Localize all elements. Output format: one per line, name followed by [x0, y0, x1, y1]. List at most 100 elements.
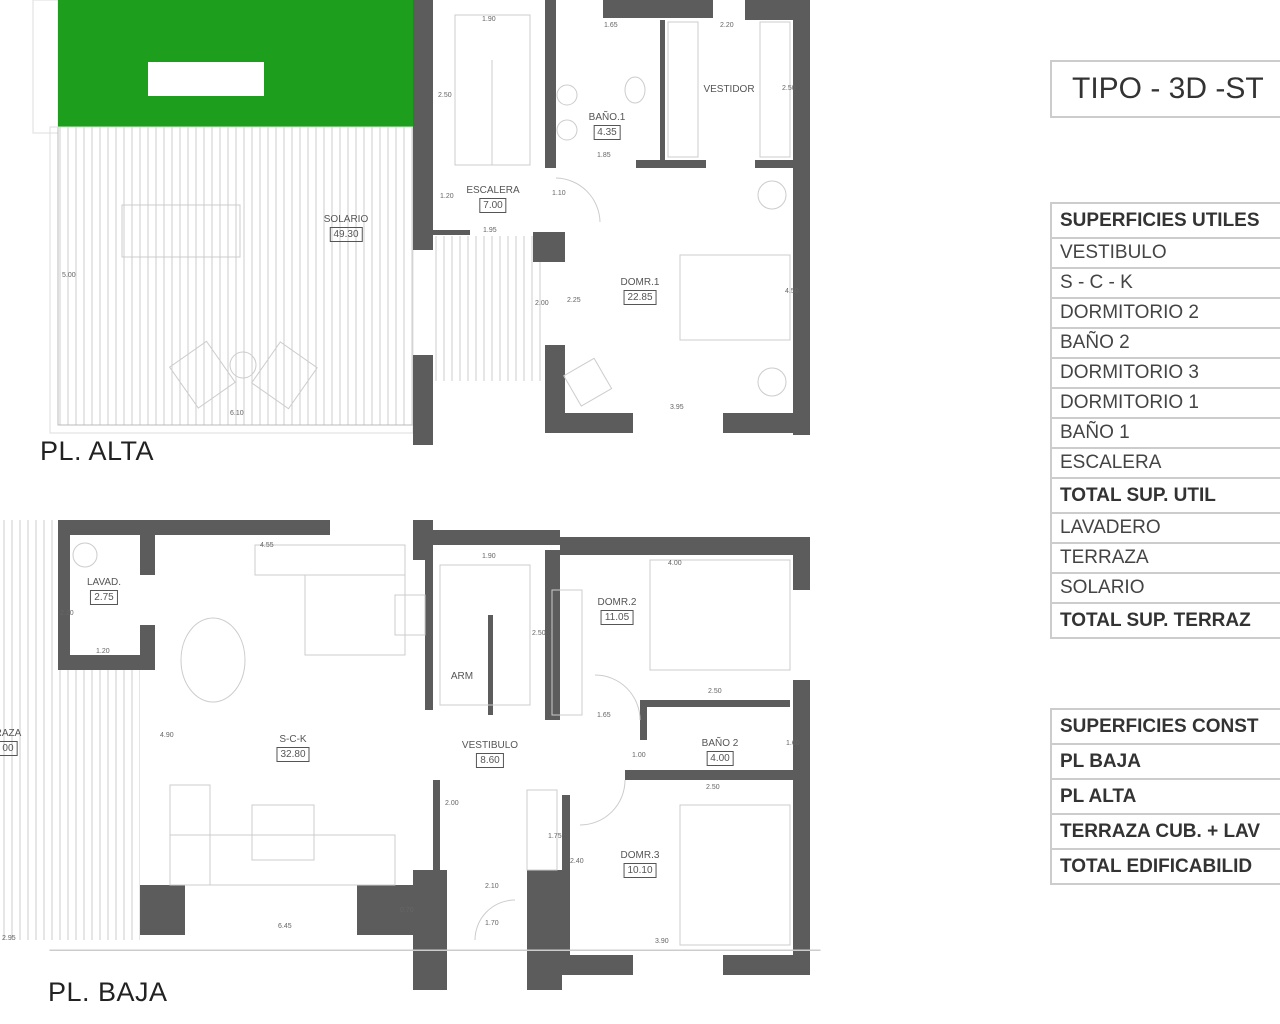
upper-plan [32, 0, 810, 445]
table-row: BAÑO 1 [1050, 417, 1280, 449]
room-name: BAÑO.1 [588, 112, 626, 123]
dimension: 2.50 [438, 92, 452, 99]
dimension: 2.50 [782, 85, 796, 92]
room-area: 11.05 [600, 610, 634, 625]
room-area: 32.80 [276, 747, 310, 762]
walls-upper [413, 0, 810, 445]
room-area: 8.60 [476, 753, 504, 768]
table-row: DORMITORIO 3 [1050, 357, 1280, 389]
floor-title-upper: PL. ALTA [40, 436, 155, 466]
table-row: TERRAZA [1050, 542, 1280, 574]
room-label-domr2: DOMR.2 11.05 [597, 597, 637, 625]
dimension: 2.00 [445, 800, 459, 807]
table-header: SUPERFICIES UTILES [1050, 202, 1280, 239]
dimension: 2.20 [720, 22, 734, 29]
dimension: 1.90 [482, 16, 496, 23]
table-total: TOTAL SUP. TERRAZ [1050, 602, 1280, 639]
room-name: SOLARIO [323, 214, 369, 225]
table-total: TOTAL EDIFICABILID [1050, 848, 1280, 885]
table-row: ESCALERA [1050, 447, 1280, 479]
dimension: 6.45 [278, 923, 292, 930]
dimension: 2.20 [60, 610, 74, 617]
dimension: 2.50 [708, 688, 722, 695]
room-area: 4.35 [593, 125, 621, 140]
table-header: SUPERFICIES CONST [1050, 708, 1280, 745]
room-area: 22.85 [623, 290, 657, 305]
garden-opening [148, 62, 264, 96]
dimension: 1.70 [485, 920, 499, 927]
table-row: LAVADERO [1050, 512, 1280, 544]
dimension: 1.20 [440, 193, 454, 200]
dimension: 1.60 [786, 740, 800, 747]
room-area: 10.10 [623, 863, 657, 878]
dimension: 5.00 [62, 272, 76, 279]
planter-frame [32, 0, 59, 134]
dimension: 4.50 [785, 288, 799, 295]
room-area: 7.00 [479, 198, 507, 213]
dimension: 1.10 [552, 190, 566, 197]
dimension: 3.95 [670, 404, 684, 411]
room-name: ESCALERA [466, 185, 520, 196]
lower-plan [0, 520, 821, 990]
room-label-vestidor: VESTIDOR [703, 84, 754, 95]
table-superficies-utiles: SUPERFICIES UTILES VESTIBULO S - C - K D… [1050, 202, 1280, 639]
type-title: TIPO - 3D -ST [1050, 60, 1280, 118]
table-row: PL BAJA [1050, 743, 1280, 780]
room-area: 4.00 [706, 751, 734, 766]
room-name: ARM [450, 671, 474, 682]
table-row: BAÑO 2 [1050, 327, 1280, 359]
room-area: 2.75 [90, 590, 118, 605]
dimension: 1.75 [548, 833, 562, 840]
room-label-domr3: DOMR.3 10.10 [620, 850, 660, 878]
table-superficies-construidas: SUPERFICIES CONST PL BAJA PL ALTA TERRAZ… [1050, 708, 1280, 885]
dimension: 4.55 [260, 542, 274, 549]
room-area: 00 [0, 741, 18, 756]
room-label-lavad: LAVAD. 2.75 [87, 577, 121, 605]
dimension: 0.70 [400, 907, 414, 914]
dimension: 1.00 [632, 752, 646, 759]
room-name: RAZA [0, 728, 22, 739]
table-row: SOLARIO [1050, 572, 1280, 604]
room-label-vestibulo: VESTIBULO 8.60 [462, 740, 518, 768]
room-label-solario: SOLARIO 49.30 [324, 214, 368, 242]
room-name: LAVAD. [86, 577, 122, 588]
room-label-sck: S-C-K 32.80 [276, 734, 310, 762]
table-row: VESTIBULO [1050, 237, 1280, 269]
table-row: DORMITORIO 2 [1050, 297, 1280, 329]
table-row: PL ALTA [1050, 778, 1280, 815]
dimension: 2.95 [2, 935, 16, 942]
room-name: BAÑO 2 [701, 738, 739, 749]
room-label-terraza: RAZA 00 [0, 728, 21, 756]
dimension: 1.65 [604, 22, 618, 29]
dimension: 2.10 [485, 883, 499, 890]
table-total: TOTAL SUP. UTIL [1050, 477, 1280, 514]
dimension: 6.10 [230, 410, 244, 417]
walls-lower [58, 520, 810, 990]
room-name: DOMR.2 [597, 597, 637, 608]
dimension: 2.00 [535, 300, 549, 307]
room-label-escalera: ESCALERA 7.00 [466, 185, 520, 213]
dimension: 1.90 [482, 553, 496, 560]
dimension: 2.50 [532, 630, 546, 637]
dimension: 1.95 [483, 227, 497, 234]
table-row: DORMITORIO 1 [1050, 387, 1280, 419]
dimension: 4.90 [160, 732, 174, 739]
room-label-bano2: BAÑO 2 4.00 [701, 738, 739, 766]
floor-title-lower: PL. BAJA [48, 977, 168, 1007]
solarium-deck [57, 126, 414, 426]
room-area: 49.30 [329, 227, 363, 242]
dimension: 1.65 [597, 712, 611, 719]
terrace-deck-lower [0, 520, 58, 940]
dimension: 2.40 [570, 858, 584, 865]
dimension: 1.20 [96, 648, 110, 655]
room-name: S-C-K [279, 734, 307, 745]
room-name: VESTIBULO [461, 740, 519, 751]
room-name: DOMR.3 [620, 850, 660, 861]
dimension: 2.50 [706, 784, 720, 791]
room-label-bano1: BAÑO.1 4.35 [588, 112, 626, 140]
dimension: 3.90 [655, 938, 669, 945]
terrace-deck [433, 236, 545, 381]
room-name: VESTIDOR [703, 84, 755, 95]
